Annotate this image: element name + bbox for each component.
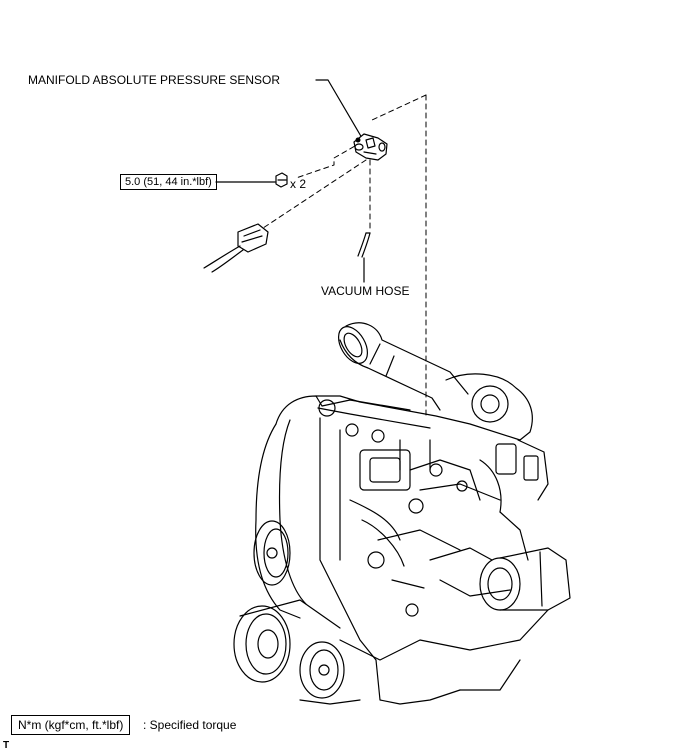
dashed-guide-lines: [253, 94, 427, 416]
corner-mark: T: [3, 740, 10, 751]
bolt-part: [275, 172, 288, 188]
connector-part: [203, 223, 269, 273]
sensor-part: [353, 133, 388, 161]
vacuum-hose-label: VACUUM HOSE: [321, 284, 410, 298]
legend-description: : Specified torque: [143, 718, 237, 732]
engine-block: [233, 322, 571, 705]
torque-spec-box: 5.0 (51, 44 in.*lbf): [120, 174, 217, 190]
bolt-quantity-label: x 2: [290, 177, 307, 191]
sensor-leader-line: [315, 79, 363, 139]
legend-unit-box: N*m (kgf*cm, ft.*lbf): [11, 715, 131, 735]
vacuum-hose-part: [357, 232, 371, 258]
sensor-label: MANIFOLD ABSOLUTE PRESSURE SENSOR: [28, 73, 281, 87]
